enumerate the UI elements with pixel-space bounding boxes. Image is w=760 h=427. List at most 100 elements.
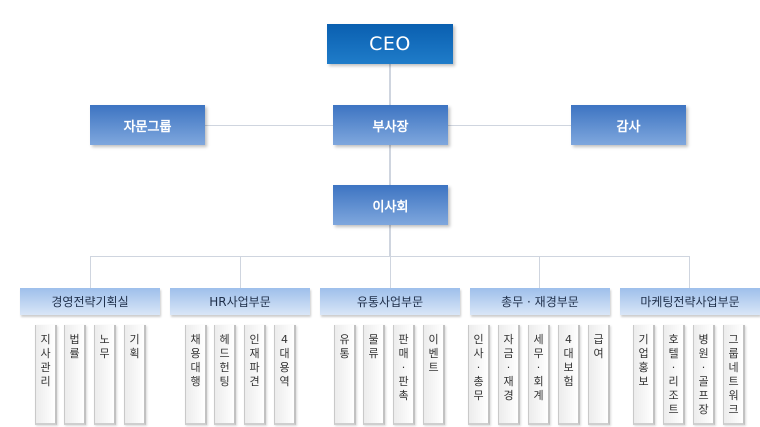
unit-label-char: 텔 (668, 347, 679, 360)
unit-label-char: 채 (190, 333, 201, 346)
unit-label-char: 무 (99, 347, 110, 360)
unit-label-char: 자 (503, 333, 514, 346)
unit-label-char: · (671, 361, 676, 374)
unit-label-char: 통 (339, 347, 350, 360)
department-header: 총무 · 재경부문 (470, 288, 610, 315)
unit-label-char: 사 (40, 347, 51, 360)
drop-line-dept-4 (539, 256, 540, 288)
unit-label-char: 홍 (638, 361, 649, 374)
unit-label-char: · (401, 361, 406, 374)
unit-label-char: 급 (593, 333, 604, 346)
vice-president-box: 부사장 (333, 105, 448, 145)
unit-label-char: 금 (503, 347, 514, 360)
unit-label-char: 획 (129, 347, 140, 360)
unit-label-char: 률 (69, 347, 80, 360)
advisory-group-label: 자문그룹 (123, 119, 172, 135)
unit-label-char: 매 (398, 347, 409, 360)
drop-line-dept-1 (90, 256, 91, 288)
unit-label-char: · (536, 361, 541, 374)
unit-label-char: 판 (398, 375, 409, 388)
unit-label-char: 유 (339, 333, 350, 346)
department-header: 경영전략기획실 (20, 288, 160, 315)
drop-line-dept-2 (240, 256, 241, 288)
department-name: 유통사업부문 (356, 295, 424, 309)
unit-label-char: 용 (279, 361, 290, 374)
unit-label-char: 판 (398, 333, 409, 346)
ceo-box: CEO (327, 24, 453, 64)
unit-label-char: 파 (249, 361, 260, 374)
unit-label-char: 대 (190, 361, 201, 374)
department-header: 마케팅전략사업부문 (620, 288, 760, 315)
unit-label-char: 사 (473, 347, 484, 360)
unit-label-char: 계 (533, 389, 544, 402)
unit-label-char: 물 (368, 333, 379, 346)
unit-label-char: 여 (593, 347, 604, 360)
unit-label-char: 트 (668, 403, 679, 416)
unit-label-char: 그 (728, 333, 739, 346)
unit-label-char: 류 (368, 347, 379, 360)
drop-line-dept-3 (390, 256, 391, 288)
board-box: 이사회 (333, 185, 448, 225)
drop-line-dept-5 (689, 256, 690, 288)
unit-label-char: 험 (563, 375, 574, 388)
unit-label-char: 조 (668, 389, 679, 402)
unit-label-char: · (476, 361, 481, 374)
unit-label-char: 보 (563, 361, 574, 374)
unit-label-char: 견 (249, 375, 260, 388)
unit-label-char: 프 (698, 389, 709, 402)
unit-label-char: 관 (40, 361, 51, 374)
unit-label-char: 대 (279, 347, 290, 360)
unit-label-char: 원 (698, 347, 709, 360)
department-header: 유통사업부문 (320, 288, 460, 315)
unit-label-char: · (506, 361, 511, 374)
unit-label-char: 재 (249, 347, 260, 360)
unit-label-char: 무 (533, 347, 544, 360)
unit-label-char: 보 (638, 375, 649, 388)
unit-label-char: 병 (698, 333, 709, 346)
audit-box: 감사 (571, 105, 686, 145)
unit-label-char: 리 (668, 375, 679, 388)
unit-label-char: 장 (698, 403, 709, 416)
unit-label-char: 용 (190, 347, 201, 360)
unit-label-char: 4 (565, 333, 572, 346)
unit-label-char: 벤 (428, 347, 439, 360)
unit-label-char: 헌 (219, 361, 230, 374)
unit-label-char: 촉 (398, 389, 409, 402)
unit-label-char: 골 (698, 375, 709, 388)
unit-label-char: 업 (638, 347, 649, 360)
vertical-line-board-bus (389, 225, 391, 257)
unit-label-char: 룹 (728, 347, 739, 360)
unit-label-char: 네 (728, 361, 739, 374)
unit-label-char: 워 (728, 389, 739, 402)
unit-label-char: 4 (281, 333, 288, 346)
